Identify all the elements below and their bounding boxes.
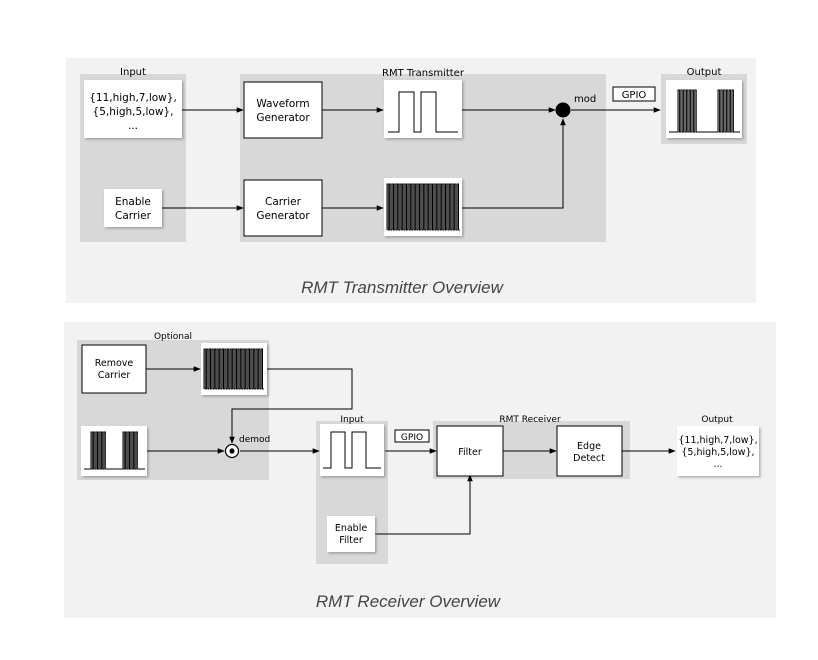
rx-edge-detect-line-1: Edge <box>577 441 601 452</box>
rx-filter-box <box>436 425 504 477</box>
tx-arrow-carrier-to-mod <box>462 118 566 209</box>
rx-arrow-carrier-to-demod <box>229 368 353 444</box>
rx-output-line-1: {11,high,7,low}, <box>678 435 757 446</box>
tx-carrier-image <box>384 178 462 236</box>
tx-enable-carrier-line-1: Enable <box>115 196 151 208</box>
rx-carrier-image <box>201 343 267 395</box>
rx-group-label: RMT Receiver <box>499 415 561 425</box>
tx-output-label: Output <box>687 67 722 78</box>
rx-input-label: Input <box>340 415 364 425</box>
tx-mod-label: mod <box>574 94 596 105</box>
tx-group-label: RMT Transmitter <box>382 68 465 79</box>
rx-enable-filter-box <box>327 516 375 552</box>
transmitter-panel: Input RMT Transmitter Output {11,high,7,… <box>66 58 756 303</box>
tx-input-line-3: ... <box>128 120 138 132</box>
tx-waveform-image <box>384 80 462 138</box>
tx-enable-carrier-box <box>104 189 162 227</box>
rx-optional-label: Optional <box>154 332 192 342</box>
rx-demod-label: demod <box>239 435 270 445</box>
tx-caption: RMT Transmitter Overview <box>301 278 505 297</box>
rx-enable-filter-line-1: Enable <box>335 523 368 534</box>
rx-filter-label: Filter <box>458 447 482 458</box>
tx-mod-node <box>555 102 571 118</box>
tx-gpio-box <box>612 86 656 102</box>
tx-input-line-2: {5,high,5,low}, <box>93 106 174 118</box>
rx-edge-detect-line-2: Detect <box>573 453 605 464</box>
rx-gpio-label: GPIO <box>401 433 423 443</box>
tx-carrier-generator-line-2: Generator <box>256 210 310 222</box>
tx-waveform-generator-line-2: Generator <box>256 112 310 124</box>
tx-carrier-generator-box <box>243 179 323 237</box>
rx-input-image <box>320 424 384 476</box>
tx-output-image <box>666 80 742 138</box>
rx-output-label: Output <box>701 415 733 425</box>
rx-output-box <box>677 426 759 476</box>
tx-carrier-generator-line-1: Carrier <box>265 196 302 208</box>
tx-input-line-1: {11,high,7,low}, <box>89 92 177 104</box>
tx-waveform-generator-line-1: Waveform <box>256 98 309 110</box>
tx-enable-carrier-line-2: Carrier <box>115 210 152 222</box>
rx-caption: RMT Receiver Overview <box>316 592 502 611</box>
receiver-panel: Optional Input RMT Receiver Output Remov… <box>64 322 776 618</box>
rx-arrow-enable-to-filter <box>365 474 473 535</box>
tx-waveform-generator-box <box>243 81 323 139</box>
tx-input-label: Input <box>120 67 146 78</box>
rx-output-line-2: {5,high,5,low}, <box>681 447 754 458</box>
tx-input-box <box>84 80 182 138</box>
rx-remove-carrier-line-1: Remove <box>95 358 134 369</box>
rx-modulated-input-image <box>81 426 147 476</box>
rx-edge-detect-box <box>556 425 623 477</box>
rx-enable-filter-line-2: Filter <box>339 535 363 546</box>
rx-gpio-box <box>394 429 430 443</box>
rx-remove-carrier-box <box>81 344 147 394</box>
rx-output-line-3: ... <box>713 459 722 470</box>
tx-gpio-label: GPIO <box>622 90 647 101</box>
rx-remove-carrier-line-2: Carrier <box>98 370 131 381</box>
